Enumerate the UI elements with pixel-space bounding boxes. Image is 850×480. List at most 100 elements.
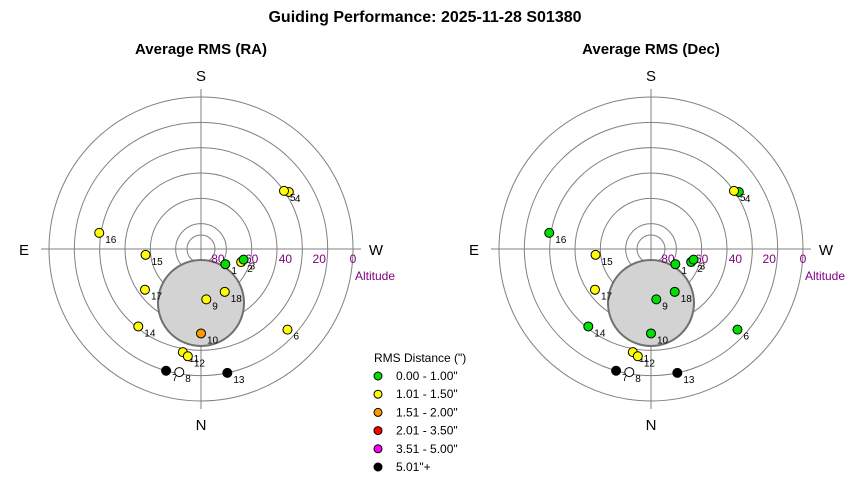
data-point <box>651 294 662 305</box>
legend-swatch <box>373 426 383 436</box>
data-point <box>544 227 555 238</box>
data-point-label: 13 <box>233 375 245 386</box>
altitude-tick-label: 0 <box>800 252 807 266</box>
legend-item-label: 3.51 - 5.00" <box>396 442 458 456</box>
data-point-label: 12 <box>194 358 206 369</box>
data-point <box>611 365 622 376</box>
data-point <box>94 227 105 238</box>
altitude-tick-label: 0 <box>350 252 357 266</box>
data-point-label: 14 <box>144 328 156 339</box>
altitude-tick-label: 60 <box>245 252 259 266</box>
altitude-axis-label: Altitude <box>805 269 845 283</box>
legend-swatch <box>373 407 383 417</box>
legend-item-label: 1.51 - 2.00" <box>396 405 458 419</box>
altitude-tick-label: 60 <box>695 252 709 266</box>
data-point-label: 8 <box>635 374 641 385</box>
data-point-label: 7 <box>172 373 178 384</box>
legend-title: RMS Distance (") <box>374 351 466 365</box>
data-point-label: 4 <box>295 194 301 205</box>
data-point-label: 10 <box>657 335 669 346</box>
data-point <box>282 324 293 335</box>
data-point-label: 11 <box>189 354 200 365</box>
data-point <box>732 324 743 335</box>
data-point-label: 3 <box>700 262 706 273</box>
data-point-label: 18 <box>681 294 693 305</box>
data-point-label: 9 <box>662 301 668 312</box>
data-point-label: 17 <box>151 292 163 303</box>
compass-north: N <box>196 417 207 434</box>
data-point <box>139 284 150 295</box>
altitude-tick-label: 40 <box>729 252 743 266</box>
data-point-label: 14 <box>594 328 606 339</box>
data-point <box>161 365 172 376</box>
data-point-label: 8 <box>185 374 191 385</box>
data-point <box>669 286 680 297</box>
rms-legend: RMS Distance (")0.00 - 1.00"1.01 - 1.50"… <box>373 351 466 474</box>
obstruction-disk <box>607 259 695 347</box>
data-point <box>222 367 233 378</box>
altitude-tick-label: 20 <box>763 252 777 266</box>
data-point <box>646 328 656 339</box>
data-point <box>672 367 683 378</box>
data-point-label: 18 <box>231 294 243 305</box>
compass-east: E <box>19 242 29 259</box>
data-point-label: 16 <box>105 235 117 246</box>
compass-west: W <box>819 242 834 259</box>
compass-south: S <box>196 68 206 85</box>
data-point <box>590 249 601 260</box>
data-point <box>279 185 290 196</box>
data-point <box>238 254 249 265</box>
data-point <box>624 367 635 378</box>
altitude-axis-label: Altitude <box>355 269 395 283</box>
data-point <box>688 254 699 265</box>
data-point <box>174 367 185 378</box>
data-point <box>140 249 151 260</box>
data-point <box>632 351 643 362</box>
data-point <box>196 328 206 339</box>
data-point-label: 2 <box>247 264 253 275</box>
data-point-label: 5 <box>740 193 746 204</box>
data-point-label: 1 <box>231 266 237 277</box>
data-point-label: 16 <box>555 235 567 246</box>
compass-east: E <box>469 242 479 259</box>
data-point-label: 10 <box>207 335 219 346</box>
legend-swatch <box>373 389 383 399</box>
data-point <box>729 185 740 196</box>
data-point-label: 15 <box>152 257 164 268</box>
data-point-label: 1 <box>681 266 687 277</box>
obstruction-disk <box>157 259 245 347</box>
data-point-label: 5 <box>290 193 296 204</box>
compass-north: N <box>646 417 657 434</box>
data-point <box>670 259 681 270</box>
legend-item-label: 2.01 - 3.50" <box>396 424 458 438</box>
panel-title: Average RMS (Dec) <box>582 41 720 58</box>
altitude-tick-label: 20 <box>313 252 327 266</box>
data-point-label: 2 <box>697 264 703 275</box>
data-point-label: 17 <box>601 292 613 303</box>
data-point-label: 15 <box>602 257 614 268</box>
legend-swatch <box>373 462 383 472</box>
data-point <box>133 321 144 332</box>
legend-swatch <box>373 371 383 381</box>
legend-item-label: 0.00 - 1.00" <box>396 369 458 383</box>
altitude-tick-label: 40 <box>279 252 293 266</box>
data-point-label: 6 <box>293 332 299 343</box>
data-point <box>219 286 230 297</box>
data-point <box>220 259 231 270</box>
data-point-label: 9 <box>212 301 218 312</box>
panel-title: Average RMS (RA) <box>135 41 267 58</box>
data-point-label: 4 <box>745 194 751 205</box>
compass-west: W <box>369 242 384 259</box>
legend-swatch <box>373 444 383 454</box>
data-point-label: 6 <box>743 332 749 343</box>
data-point <box>583 321 594 332</box>
data-point-label: 12 <box>644 358 656 369</box>
data-point-label: 11 <box>639 354 650 365</box>
data-point <box>182 351 193 362</box>
compass-south: S <box>646 68 656 85</box>
data-point-label: 13 <box>683 375 695 386</box>
data-point-label: 7 <box>622 373 628 384</box>
